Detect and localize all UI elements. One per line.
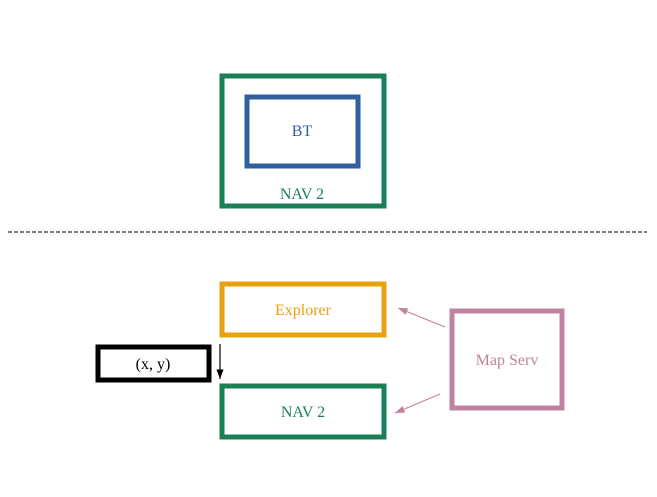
top-nav2-label: NAV 2 <box>280 186 324 203</box>
top-bt-label: BT <box>292 123 313 140</box>
top-bt-box <box>244 94 361 169</box>
top-nav2-box <box>219 73 387 209</box>
top-section: BT NAV 2 <box>219 73 387 209</box>
bottom-section: Explorer NAV 2 Map Serv (x, y) <box>95 281 565 440</box>
pose-box <box>95 344 212 383</box>
explorer-box <box>219 281 387 338</box>
map-to-nav2-arrow <box>394 393 441 414</box>
map-to-explorer-arrow <box>397 307 446 328</box>
explorer-label: Explorer <box>275 302 332 319</box>
bottom-nav2-label: NAV 2 <box>281 404 325 421</box>
pose-label: (x, y) <box>136 356 171 373</box>
map-serv-box <box>449 308 565 411</box>
bottom-nav2-box <box>219 383 387 440</box>
map-serv-label: Map Serv <box>476 352 539 369</box>
